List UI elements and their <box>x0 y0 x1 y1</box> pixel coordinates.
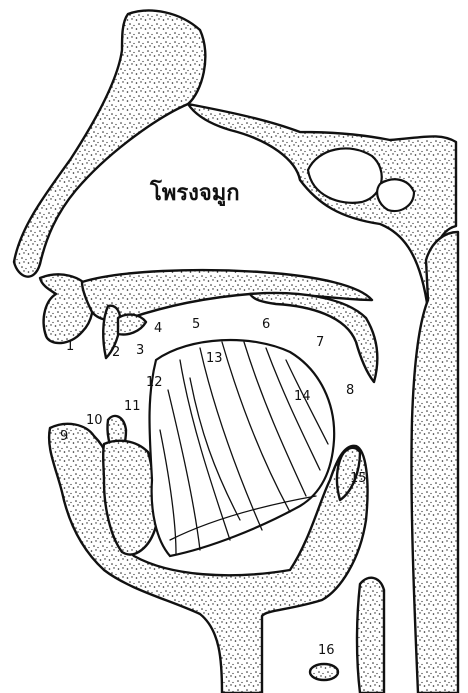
label-4: 4 <box>154 321 162 336</box>
label-16: 16 <box>318 643 335 658</box>
diagram-title: โพรงจมูก <box>149 179 240 207</box>
label-6: 6 <box>262 317 270 332</box>
ethmoid-air-cell <box>377 179 414 211</box>
label-15: 15 <box>350 471 367 486</box>
label-14: 14 <box>294 389 311 404</box>
label-2: 2 <box>112 345 120 360</box>
label-8: 8 <box>346 383 354 398</box>
tongue <box>150 340 335 556</box>
label-13: 13 <box>206 351 223 366</box>
nasal-bone-and-nose <box>14 11 205 277</box>
label-7: 7 <box>316 335 324 350</box>
label-12: 12 <box>146 375 163 390</box>
label-3: 3 <box>136 343 144 358</box>
label-1: 1 <box>66 339 74 354</box>
vocal-fold <box>310 664 338 680</box>
label-9: 9 <box>60 429 68 444</box>
posterior-pharyngeal-wall <box>411 232 458 693</box>
label-10: 10 <box>86 413 103 428</box>
larynx-posterior <box>357 578 384 693</box>
alveolar-ridge <box>118 315 146 335</box>
label-11: 11 <box>124 399 141 414</box>
label-5: 5 <box>192 317 200 332</box>
